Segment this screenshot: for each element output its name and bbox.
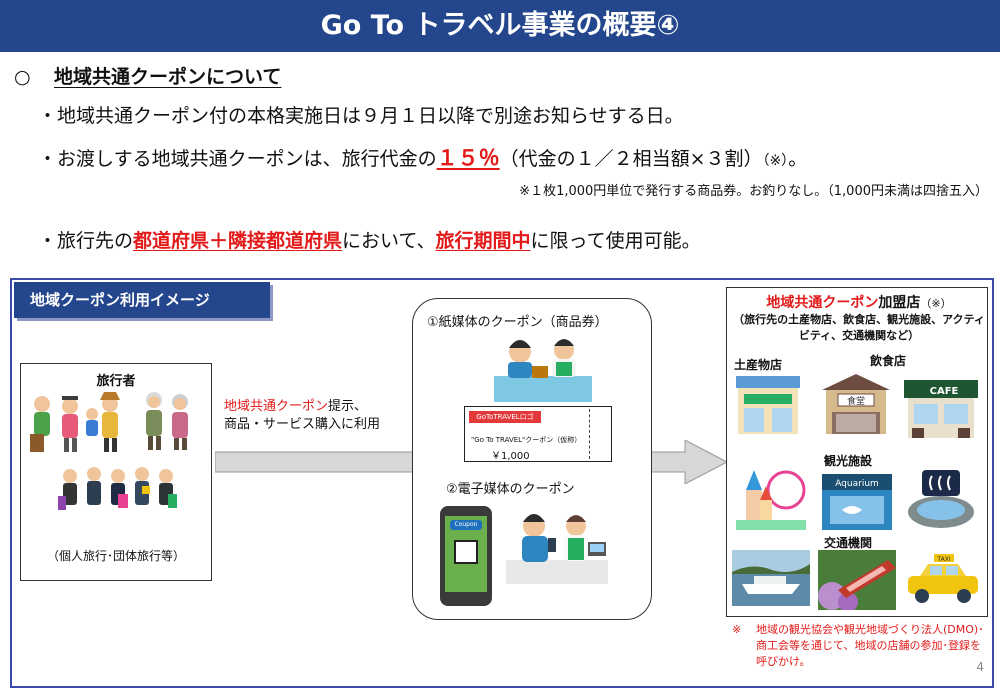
usage-label-line2: 商品・サービス購入に利用 bbox=[224, 417, 381, 432]
period-highlight: 旅行期間中 bbox=[435, 230, 531, 252]
ticket-perforation bbox=[589, 409, 590, 459]
rate-highlight: １５％ bbox=[436, 146, 500, 170]
ferry-icon bbox=[732, 550, 810, 606]
section-heading: ○ 地域共通クーポンについて bbox=[14, 62, 281, 89]
cafe-icon: CAFE bbox=[904, 380, 978, 438]
traveler-title: 旅行者 bbox=[96, 374, 136, 389]
train-icon bbox=[818, 550, 896, 610]
coupon-unit-note: ※１枚1,000円単位で発行する商品券。お釣りなし。（1,000円未満は四捨五入… bbox=[519, 184, 988, 199]
qr-code-icon bbox=[454, 540, 478, 564]
ticket-price: ￥1,000 bbox=[491, 451, 530, 462]
member-stores-footnote: ※ 地域の観光協会や観光地域づくり法人(DMO)･商工会等を通じて、地域の店舗の… bbox=[732, 622, 984, 670]
usage-label: 地域共通クーポン提示、 商品・サービス購入に利用 bbox=[224, 398, 380, 434]
bullet-area-mid: において、 bbox=[342, 230, 436, 252]
bullet-rate-pre: ・お渡しする地域共通クーポンは、旅行代金の bbox=[38, 148, 437, 170]
bullet-rate-end: 。 bbox=[788, 148, 808, 170]
travelers-illustration-icon bbox=[30, 392, 188, 510]
diner-sign: 食堂 bbox=[847, 395, 865, 407]
ticket-logo: GoToTRAVELロゴ bbox=[469, 411, 541, 423]
category-restaurant: 飲食店 bbox=[870, 354, 907, 368]
bullet-usage-area: ・旅行先の都道府県＋隣接都道府県において、旅行期間中に限って使用可能。 bbox=[38, 226, 701, 253]
bullet-rate-mark: （※） bbox=[762, 153, 789, 169]
diner-icon: 食堂 bbox=[822, 374, 890, 434]
aquarium-sign: Aquarium bbox=[835, 479, 879, 489]
usage-label-red: 地域共通クーポン bbox=[224, 399, 329, 414]
section-heading-text: 地域共通クーポンについて bbox=[54, 66, 282, 88]
member-stores-title-red: 地域共通クーポン bbox=[766, 295, 879, 311]
bullet-coupon-rate: ・お渡しする地域共通クーポンは、旅行代金の１５％（代金の１／２相当額×３割）（※… bbox=[38, 142, 807, 172]
page-number: 4 bbox=[976, 660, 984, 674]
digital-coupon-heading: ②電子媒体のクーポン bbox=[446, 482, 575, 497]
smartphone-icon: Coupon bbox=[440, 506, 492, 606]
traveler-caption: （個人旅行･団体旅行等） bbox=[46, 549, 185, 563]
category-tourism: 観光施設 bbox=[824, 454, 873, 468]
taxi-icon: TAXI bbox=[908, 554, 978, 603]
usage-image-label: 地域クーポン利用イメージ bbox=[14, 282, 270, 318]
footnote-text: 地域の観光協会や観光地域づくり法人(DMO)･商工会等を通じて、地域の店舗の参加… bbox=[756, 623, 984, 668]
paper-coupon-heading: ①紙媒体のクーポン（商品券） bbox=[427, 315, 608, 330]
shop-clerk-icon bbox=[494, 339, 592, 402]
usage-image-frame bbox=[10, 278, 994, 688]
area-highlight: 都道府県＋隣接都道府県 bbox=[133, 230, 343, 252]
taxi-sign: TAXI bbox=[936, 556, 950, 563]
cafe-sign: CAFE bbox=[930, 386, 959, 397]
mobile-payment-icon bbox=[506, 514, 608, 584]
category-souvenir: 土産物店 bbox=[734, 358, 783, 372]
phone-screen: Coupon bbox=[445, 516, 487, 592]
member-stores-title-rest: 加盟店 bbox=[878, 295, 921, 311]
member-stores-title: 地域共通クーポン加盟店（※） bbox=[730, 292, 988, 312]
bullet-area-pre: ・旅行先の bbox=[38, 230, 134, 252]
ticket-subtitle: "Go To TRAVEL"クーポン（仮称） bbox=[471, 436, 582, 444]
category-transport: 交通機関 bbox=[824, 536, 873, 550]
bullet-start-date: ・地域共通クーポン付の本格実施日は９月１日以降で別途お知らせする日。 bbox=[38, 105, 684, 127]
hot-spring-icon bbox=[908, 470, 974, 528]
bullet-rate-post: （代金の１／２相当額×３割） bbox=[499, 148, 763, 170]
amusement-park-icon bbox=[736, 470, 806, 530]
phone-coupon-label: Coupon bbox=[450, 520, 482, 530]
page-title: Go To トラベル事業の概要④ bbox=[0, 0, 1000, 52]
member-stores-subtitle: （旅行先の土産物店、飲食店、観光施設、アクティビティ、交通機関など） bbox=[733, 313, 985, 342]
member-stores-title-mark: （※） bbox=[920, 297, 952, 310]
usage-label-rest: 提示、 bbox=[328, 399, 368, 414]
footnote-mark: ※ bbox=[732, 623, 742, 636]
aquarium-icon: Aquarium bbox=[822, 474, 892, 530]
paper-coupon-ticket: GoToTRAVELロゴ "Go To TRAVEL"クーポン（仮称） ￥1,0… bbox=[464, 406, 612, 462]
souvenir-shop-icon bbox=[736, 376, 800, 434]
bullet-area-post: に限って使用可能。 bbox=[530, 230, 701, 252]
circle-mark: ○ bbox=[14, 66, 31, 88]
